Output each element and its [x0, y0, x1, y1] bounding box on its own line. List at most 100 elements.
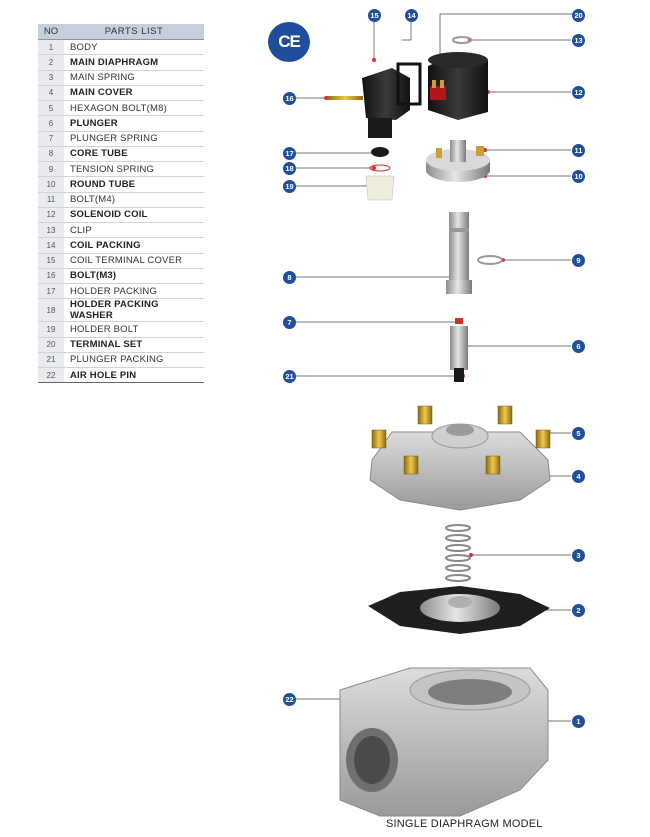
callout-20: 20: [572, 9, 585, 22]
callout-14: 14: [405, 9, 418, 22]
part-number: 12: [38, 207, 64, 224]
part-name: CLIP: [64, 222, 204, 239]
callout-6: 6: [572, 340, 585, 353]
callout-7: 7: [283, 316, 296, 329]
callout-16: 16: [283, 92, 296, 105]
part-name: MAIN SPRING: [64, 70, 204, 86]
callout-21: 21: [283, 370, 296, 383]
part-9-tension-spring: [477, 255, 503, 265]
part-number: 16: [38, 268, 64, 285]
part-2-main-diaphragm: [368, 586, 550, 634]
part-13-clip: [452, 36, 472, 44]
part-6-plunger: [450, 326, 468, 382]
part-number: 21: [38, 352, 64, 369]
callout-2: 2: [572, 604, 585, 617]
part-3-main-spring: [445, 524, 471, 582]
part-name: TERMINAL SET: [64, 337, 204, 353]
callout-9: 9: [572, 254, 585, 267]
part-name: HOLDER BOLT: [64, 321, 204, 338]
part-name: COIL TERMINAL COVER: [64, 253, 204, 269]
part-16-bolt: [327, 96, 363, 100]
part-7-plunger-spring: [455, 318, 463, 324]
part-number: 11: [38, 192, 64, 208]
part-number: 1: [38, 39, 64, 56]
part-name: ROUND TUBE: [64, 176, 204, 193]
part-number: 15: [38, 253, 64, 269]
part-name: BOLT(M4): [64, 192, 204, 208]
part-number: 4: [38, 85, 64, 102]
callout-18: 18: [283, 162, 296, 175]
callout-3: 3: [572, 549, 585, 562]
part-number: 18: [38, 298, 64, 323]
part-number: 8: [38, 146, 64, 163]
part-name: COIL PACKING: [64, 237, 204, 254]
part-number: 22: [38, 367, 64, 384]
callout-19: 19: [283, 180, 296, 193]
callout-13: 13: [572, 34, 585, 47]
callout-8: 8: [283, 271, 296, 284]
part-17-holder-packing: [371, 147, 389, 157]
model-caption: SINGLE DIAPHRAGM MODEL: [386, 818, 543, 830]
part-name: BOLT(M3): [64, 268, 204, 285]
part-name: MAIN COVER: [64, 85, 204, 102]
leader-20: [439, 13, 579, 56]
header-title: PARTS LIST: [64, 24, 204, 40]
part-1-body: [339, 667, 549, 817]
part-number: 10: [38, 176, 64, 193]
part-name: AIR HOLE PIN: [64, 367, 204, 384]
leader-14: [402, 22, 412, 41]
part-number: 2: [38, 54, 64, 71]
callout-5: 5: [572, 427, 585, 440]
parts-list-header-row: NO PARTS LIST: [38, 24, 204, 40]
part-name: HOLDER PACKING WASHER: [64, 298, 204, 323]
part-number: 7: [38, 131, 64, 147]
part-name: BODY: [64, 39, 204, 56]
part-name: HEXAGON BOLT(M8): [64, 100, 204, 117]
part-5-hexagon-bolts: [371, 405, 551, 475]
callout-10: 10: [572, 170, 585, 183]
part-18-holder-washer: [369, 164, 391, 172]
part-name: PLUNGER SPRING: [64, 131, 204, 147]
part-name: TENSION SPRING: [64, 161, 204, 178]
part-name: CORE TUBE: [64, 146, 204, 163]
part-number: 20: [38, 337, 64, 353]
part-name: SOLENOID COIL: [64, 207, 204, 224]
part-19-holder-bolt: [365, 175, 395, 201]
callout-12: 12: [572, 86, 585, 99]
header-no: NO: [38, 24, 64, 40]
callout-17: 17: [283, 147, 296, 160]
part-name: HOLDER PACKING: [64, 283, 204, 300]
callout-22: 22: [283, 693, 296, 706]
part-name: PLUNGER PACKING: [64, 352, 204, 369]
part-name: MAIN DIAPHRAGM: [64, 54, 204, 71]
part-number: 6: [38, 115, 64, 132]
part-number: 13: [38, 222, 64, 239]
part-8-core-tube: [446, 212, 472, 294]
ce-mark-logo: CE: [268, 22, 310, 62]
callout-11: 11: [572, 144, 585, 157]
part-number: 17: [38, 283, 64, 300]
callout-1: 1: [572, 715, 585, 728]
part-4-main-cover: [369, 423, 551, 511]
